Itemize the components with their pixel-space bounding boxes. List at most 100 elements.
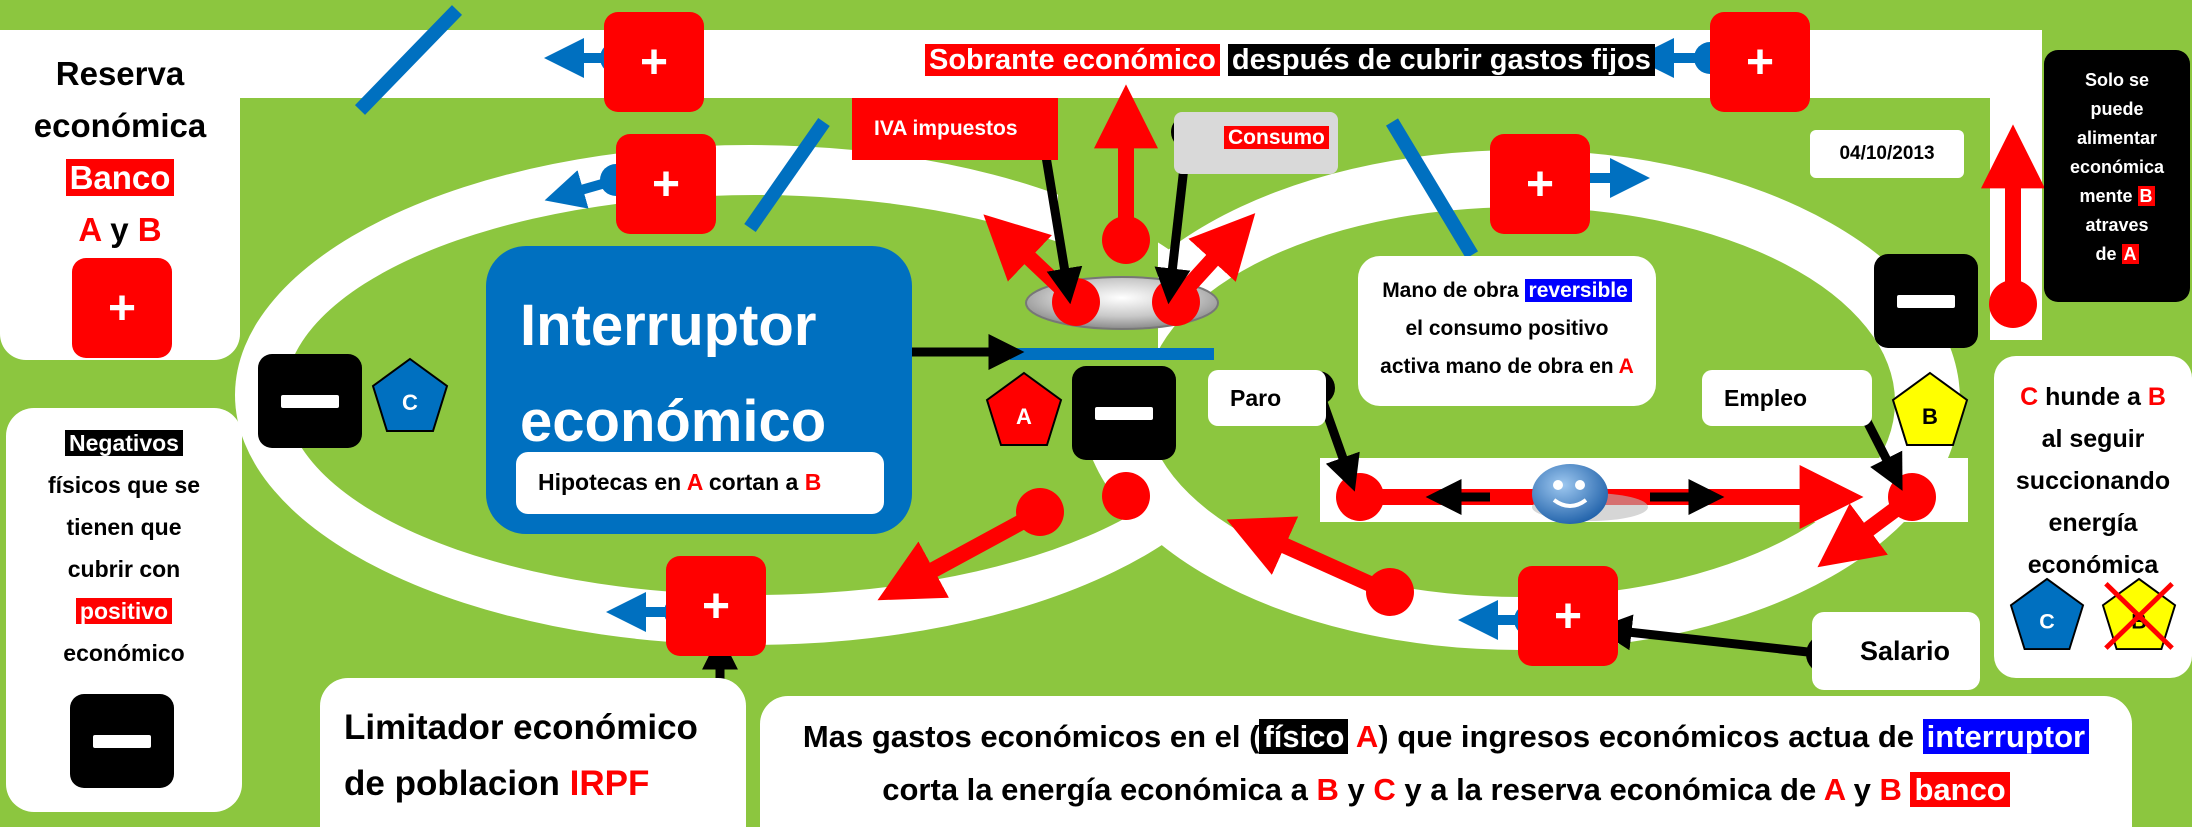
solo-a: A <box>2121 244 2139 264</box>
reserve-subtitle: económica <box>33 107 207 144</box>
hunde-line: energía <box>2048 509 2138 537</box>
reserve-a: A <box>78 211 102 248</box>
solo-line: puede <box>2090 99 2144 119</box>
bottom-fisico: físico <box>1259 719 1349 754</box>
plus-box: + <box>616 134 716 234</box>
plus-box: + <box>1518 566 1618 666</box>
bottom-c: C <box>1373 772 1396 807</box>
bottom-y2: y <box>1853 772 1871 807</box>
hunde-line: al seguir <box>2041 425 2145 453</box>
hipotecas-text: Hipotecas en <box>538 469 682 495</box>
iva-label: IVA impuestos <box>852 98 1058 160</box>
solo-de: de <box>2095 244 2117 264</box>
bottom-part3: corta la energía económica a <box>882 772 1308 807</box>
pentagon-a-label: A <box>1016 404 1032 429</box>
pentagon-b-label: B <box>1922 404 1938 429</box>
negativos-minus-box <box>70 694 174 788</box>
empleo-label: Empleo <box>1702 370 1872 426</box>
hipotecas-cortan: cortan a <box>708 469 799 495</box>
mano-de-obra-box: Mano de obra reversible el consumo posit… <box>1358 256 1656 406</box>
smiley-face-icon <box>1532 464 1648 524</box>
c-hunde-panel: C hunde a B al seguir succionando energí… <box>1994 356 2192 678</box>
minus-box <box>1874 254 1978 348</box>
mano-line2: el consumo positivo <box>1405 317 1609 340</box>
pentagon-c-icon: C <box>371 357 449 432</box>
negativos-title: Negativos <box>65 430 183 456</box>
mano-line3: activa mano de obra en <box>1380 355 1614 378</box>
negativos-panel: Negativos físicos que se tienen que cubr… <box>6 408 242 812</box>
hunde-c: C <box>2020 383 2039 411</box>
negativos-line: tienen que <box>66 514 182 540</box>
negativos-line: físicos que se <box>47 472 201 498</box>
reserve-panel: Reserva económica Banco A y B <box>20 48 220 256</box>
pentagon-c2-label: C <box>2039 610 2054 634</box>
hipotecas-a: A <box>686 469 703 495</box>
pentagon-b2-label: B <box>2131 610 2146 634</box>
reserve-title: Reserva <box>55 55 185 92</box>
plus-box: + <box>1710 12 1810 112</box>
pentagon-c-small-icon: C <box>2009 577 2085 651</box>
interruptor-panel: Interruptor económico Hipotecas en A cor… <box>486 246 912 534</box>
blue-divider <box>1386 118 1478 259</box>
solo-mente: mente <box>2079 186 2133 206</box>
bottom-explanation-box: Mas gastos económicos en el (físico A) q… <box>760 696 2132 827</box>
reserve-plus-box: + <box>72 258 172 358</box>
bottom-interruptor: interruptor <box>1922 719 2090 754</box>
hunde-text: hunde a <box>2045 383 2141 411</box>
bottom-b2: B <box>1879 772 1902 807</box>
solo-b: B <box>2137 186 2155 206</box>
bottom-a: A <box>1355 719 1379 754</box>
surplus-label: Sobrante económico <box>925 44 1220 76</box>
solo-line: alimentar <box>2076 128 2158 148</box>
limitador-line2: de poblacion <box>344 764 560 803</box>
reversible-label: reversible <box>1524 279 1632 302</box>
bottom-part2: ) que ingresos económicos actua de <box>1378 719 1915 754</box>
plus-box: + <box>604 12 704 112</box>
interruptor-title-2: económico <box>520 389 827 454</box>
interruptor-title-1: Interruptor <box>520 293 817 358</box>
solo-atraves: atraves <box>2085 215 2149 235</box>
paro-label: Paro <box>1208 370 1326 426</box>
limitador-line1: Limitador económico <box>344 708 698 747</box>
hipotecas-b: B <box>804 469 822 495</box>
minus-box <box>258 354 362 448</box>
hipotecas-box: Hipotecas en A cortan a B <box>516 452 884 514</box>
bottom-part4: y a la reserva económica de <box>1404 772 1817 807</box>
positivo-label: positivo <box>75 598 173 624</box>
mano-a: A <box>1618 355 1634 378</box>
consumo-panel: Consumo <box>1174 112 1338 174</box>
plus-box: + <box>1490 134 1590 234</box>
date-label: 04/10/2013 <box>1810 130 1964 178</box>
plus-box: + <box>666 556 766 656</box>
pentagon-b-crossed-icon: B <box>2101 577 2177 651</box>
mano-line1: Mano de obra <box>1382 279 1519 302</box>
bottom-a2: A <box>1823 772 1845 807</box>
negativos-economico: económico <box>63 640 185 666</box>
after-fixed-costs-label: después de cubrir gastos fijos <box>1227 44 1655 76</box>
minus-box <box>1072 366 1176 460</box>
salario-label: Salario <box>1812 612 1980 690</box>
blue-divider <box>354 5 463 115</box>
bottom-part1: Mas gastos económicos en el ( <box>802 719 1260 754</box>
blue-divider <box>744 117 830 233</box>
irpf-label: IRPF <box>569 764 650 803</box>
solo-line: económica <box>2069 157 2165 177</box>
top-banner: Sobrante económico después de cubrir gas… <box>925 44 1655 77</box>
solo-se-panel: Solo se puede alimentar económica mente … <box>2044 50 2190 302</box>
bottom-b: B <box>1316 772 1339 807</box>
bottom-banco: banco <box>1910 772 2010 807</box>
consumo-label: Consumo <box>1224 126 1329 149</box>
solo-line: Solo se <box>2084 70 2150 90</box>
pentagon-a-icon: A <box>985 371 1063 446</box>
hunde-line: económica <box>2027 551 2159 579</box>
hunde-b: B <box>2147 383 2166 411</box>
negativos-line: cubrir con <box>67 556 181 582</box>
hunde-line: succionando <box>2015 467 2171 495</box>
pentagon-c-label: C <box>402 390 418 415</box>
pentagon-b-icon: B <box>1891 371 1969 446</box>
bank-label: Banco <box>65 159 175 196</box>
bottom-y1: y <box>1347 772 1365 807</box>
limitador-box: Limitador económico de poblacion IRPF <box>320 678 746 827</box>
reserve-y: y <box>110 211 129 248</box>
